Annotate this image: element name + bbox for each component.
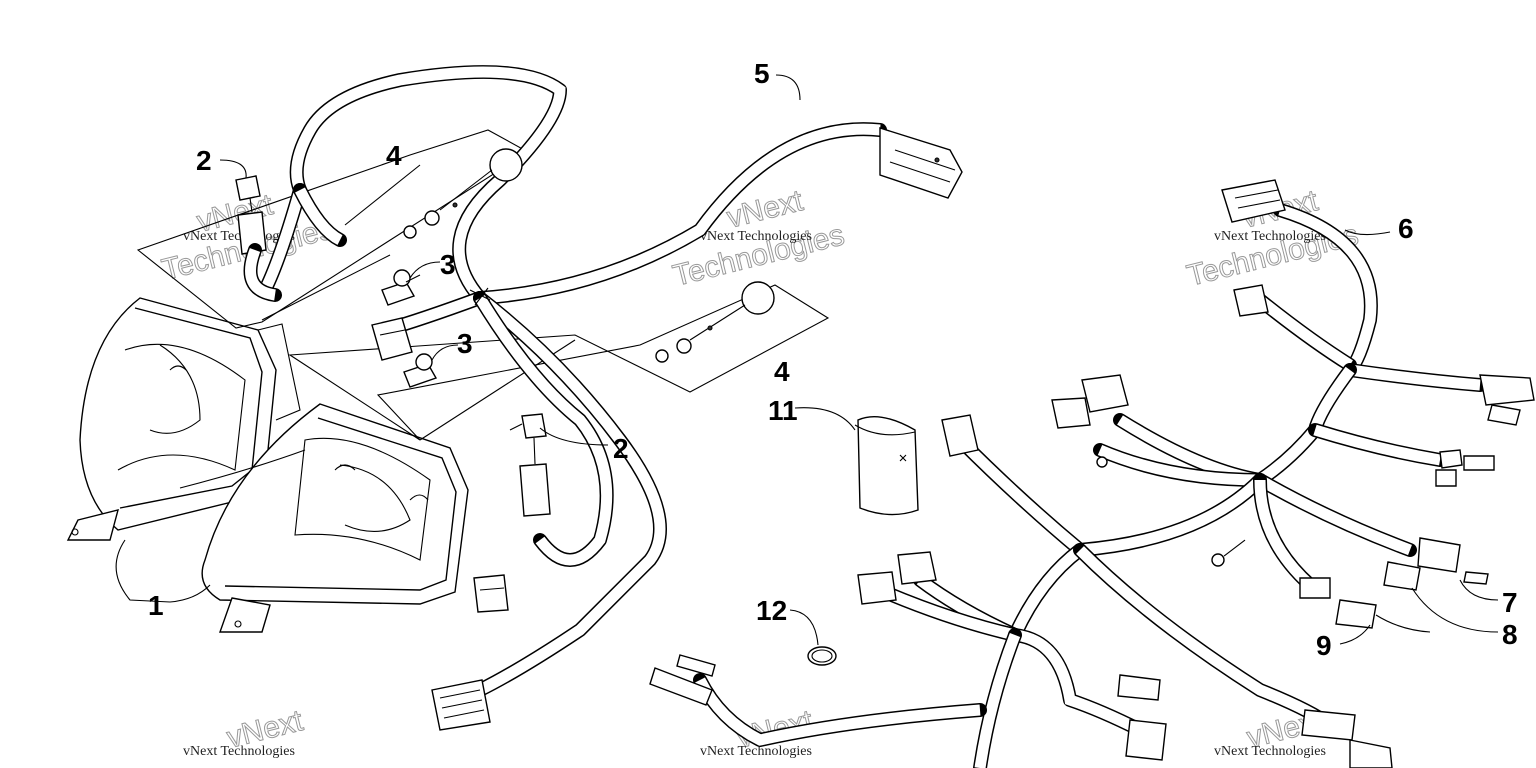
adjuster-upper bbox=[403, 148, 523, 239]
socket-upper bbox=[235, 175, 282, 302]
callout-2b: 2 bbox=[613, 433, 629, 464]
harness-connector-left bbox=[371, 317, 413, 361]
harness-connector-left-1 bbox=[1051, 374, 1129, 468]
watermark-line: vNext Technologies bbox=[700, 744, 812, 759]
harness-connector-lower bbox=[431, 679, 491, 731]
clamp-part bbox=[807, 646, 837, 666]
harness-connector-top bbox=[1221, 179, 1286, 223]
callout-4b: 4 bbox=[774, 356, 790, 387]
watermark-4: vNext vNext Technologies bbox=[183, 704, 307, 759]
harness-connector-left-2 bbox=[941, 414, 979, 457]
sleeve-part bbox=[854, 416, 919, 516]
harness-connector-9 bbox=[1299, 577, 1431, 633]
harness-connector-bottom-right bbox=[1301, 709, 1393, 768]
callout-2a: 2 bbox=[196, 145, 212, 176]
callout-8: 8 bbox=[1502, 619, 1518, 650]
callout-3a: 3 bbox=[440, 249, 456, 280]
harness-connector-fuse bbox=[1383, 537, 1489, 591]
socket-lower bbox=[509, 413, 551, 517]
callout-3b: 3 bbox=[457, 328, 473, 359]
watermark-line: vNext Technologies bbox=[183, 744, 295, 759]
callout-9: 9 bbox=[1316, 630, 1332, 661]
callout-6: 6 bbox=[1398, 213, 1414, 244]
callout-4a: 4 bbox=[386, 140, 402, 171]
harness-connector-mid bbox=[473, 574, 509, 613]
harness-connector-mid-1 bbox=[857, 551, 937, 605]
harness-connector-small-1 bbox=[1233, 284, 1269, 317]
adjuster-lower bbox=[655, 281, 775, 363]
harness-connector-right-1 bbox=[1479, 374, 1535, 426]
leader-lines bbox=[115, 74, 1499, 646]
callout-7: 7 bbox=[1502, 587, 1518, 618]
watermark-line: vNext Technologies bbox=[1214, 229, 1326, 244]
callout-5: 5 bbox=[754, 58, 770, 89]
harness-connector-probe bbox=[649, 654, 716, 706]
bulb-upper bbox=[381, 269, 421, 306]
headlight-harness bbox=[258, 65, 887, 697]
headlight-right bbox=[179, 403, 469, 633]
callout-1: 1 bbox=[148, 590, 164, 621]
callout-labels: 1 2 2 3 3 4 4 5 6 7 8 9 11 12 bbox=[148, 58, 1518, 661]
main-harness bbox=[693, 203, 1487, 768]
harness-connector-main bbox=[879, 127, 963, 199]
ring-terminal bbox=[1211, 539, 1246, 567]
bulb-lower bbox=[403, 353, 438, 388]
headlight-left bbox=[66, 297, 301, 541]
watermark-line: vNext Technologies bbox=[183, 229, 295, 244]
harness-connector-bottom-mid bbox=[1117, 674, 1167, 761]
watermark-line: vNext Technologies bbox=[1214, 744, 1326, 759]
callout-12: 12 bbox=[756, 595, 787, 626]
callout-11: 11 bbox=[768, 395, 798, 426]
harness-connector-right-2 bbox=[1435, 449, 1495, 487]
watermark-line: vNext Technologies bbox=[700, 229, 812, 244]
